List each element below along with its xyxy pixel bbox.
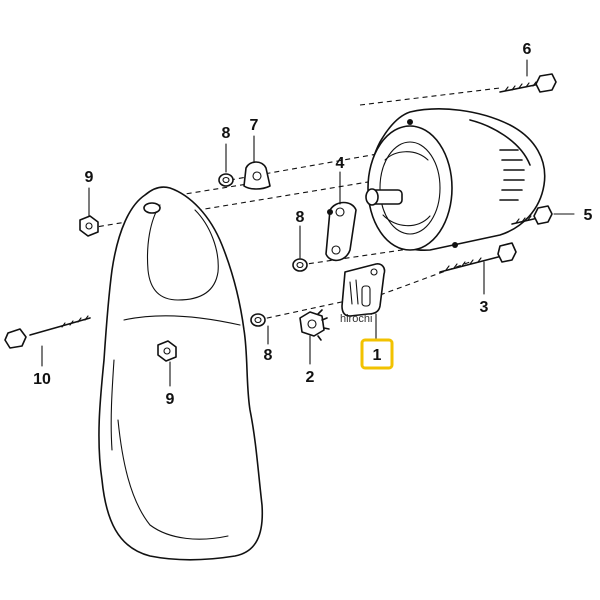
part-9-nut-upper [79,215,99,237]
alternator [365,108,546,251]
part-8-washer-top [218,173,234,187]
part-8-washer-middle [292,258,308,272]
part-5-bolt [511,205,553,225]
part-10-bolt [4,315,91,349]
label-part-8-lower: 8 [264,347,273,364]
part-7-clip [243,161,271,190]
belt-cover-plate [98,186,264,561]
part-9-nut-lower [157,340,177,362]
part-6-bolt [499,73,557,93]
label-part-10: 10 [33,371,51,388]
label-part-7: 7 [250,117,259,134]
leader-lines [41,59,575,387]
label-part-3: 3 [480,299,489,316]
part-3-bolt [439,242,517,273]
label-part-6: 6 [523,41,532,58]
label-part-2: 2 [306,369,315,386]
part-labels: 6 5 3 4 7 8 8 8 9 9 2 1 10 [33,41,592,408]
label-part-5: 5 [584,207,593,224]
part-1-plate [341,263,386,317]
watermark-text: hirochi [340,313,372,325]
label-part-8-top: 8 [222,125,231,142]
part-2-gear-nut [299,309,330,341]
part-8-washer-lower [250,313,266,327]
part-1-highlight-box [360,338,394,370]
label-part-4: 4 [336,155,345,172]
label-part-1: 1 [373,347,382,364]
label-part-9-upper: 9 [85,169,94,186]
label-part-9-lower: 9 [166,391,175,408]
label-part-8-middle: 8 [296,209,305,226]
part-4-bracket [325,201,357,262]
alternator-cooling-fins [499,149,525,201]
